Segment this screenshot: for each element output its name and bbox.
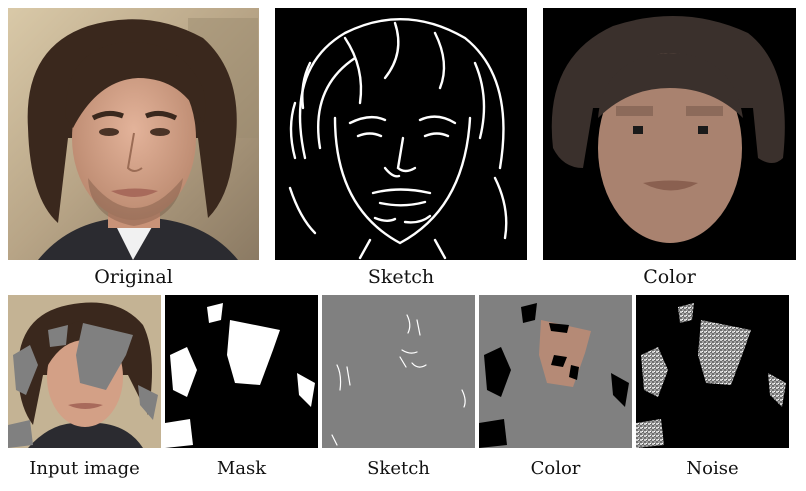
caption-noise: Noise (686, 458, 739, 479)
caption-mask: Mask (216, 458, 267, 479)
input-image (8, 295, 161, 448)
original-face-image (8, 8, 259, 260)
caption-original: Original (94, 266, 173, 288)
mask-image (165, 295, 318, 448)
noise-image (636, 295, 789, 448)
caption-color-bottom: Color (530, 458, 581, 479)
sketch-edge-map (275, 8, 527, 260)
color-segmentation-map (543, 8, 796, 260)
caption-sketch-bottom: Sketch (367, 458, 430, 479)
caption-color: Color (643, 266, 696, 288)
partial-sketch-image (322, 295, 475, 448)
caption-sketch: Sketch (367, 266, 435, 288)
partial-color-image (479, 295, 632, 448)
caption-input-image: Input image (29, 458, 140, 479)
